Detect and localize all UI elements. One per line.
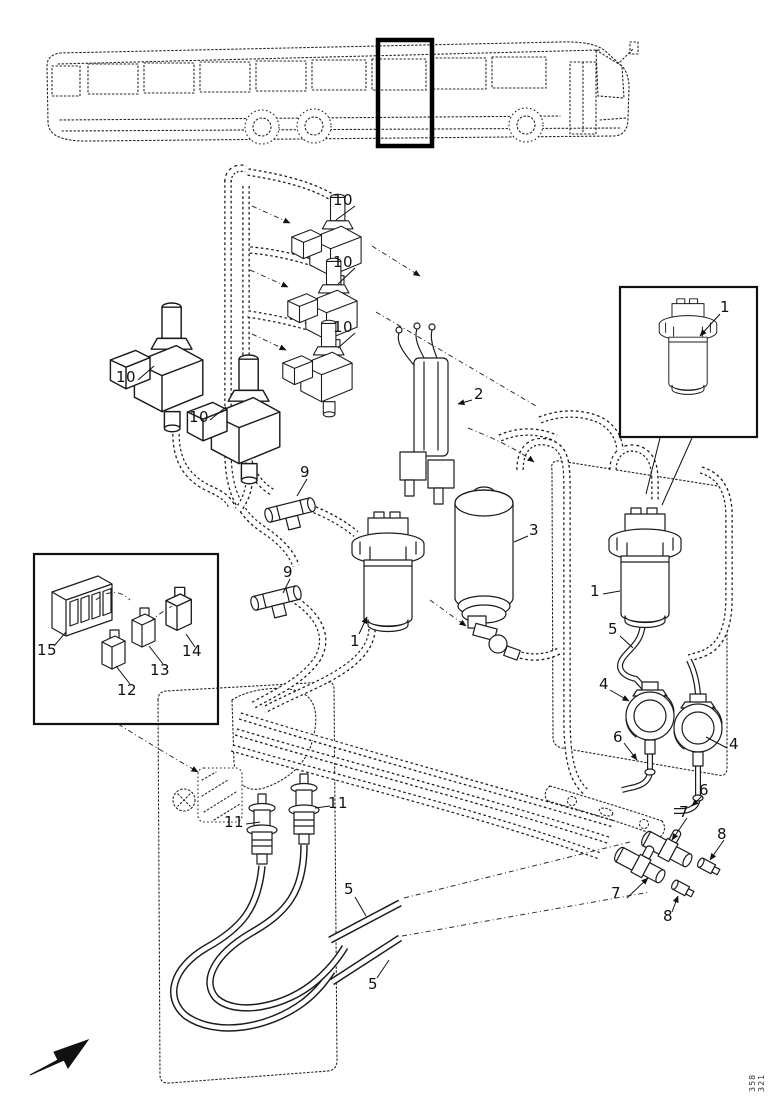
callout-connector-8-lower: 8 [662, 907, 674, 925]
callout-filter-center-1: 1 [349, 632, 361, 650]
callout-tfitting-9-upper: 9 [299, 463, 311, 481]
callout-fitting-7-lower: 7 [610, 884, 622, 902]
callout-relay-13: 13 [149, 661, 171, 679]
solenoid-valves-10 [109, 193, 362, 485]
callout-block-15: 15 [36, 641, 58, 659]
callout-relay-12: 12 [116, 681, 138, 699]
sensors-11 [246, 773, 320, 865]
callout-hose-5-filter: 5 [607, 620, 619, 638]
callout-hose-5-upper: 5 [343, 880, 355, 898]
callout-canister-4-right: 4 [728, 735, 740, 753]
reference-lines [117, 205, 651, 937]
direction-arrow [29, 1039, 90, 1076]
part-3-air-reservoir [454, 486, 521, 661]
callout-filter-detail-1: 1 [719, 298, 731, 316]
callout-valve10-bottom: 10 [332, 318, 354, 336]
detail-box-relays [32, 552, 220, 726]
callout-relay-14: 14 [181, 642, 203, 660]
callout-valve10-left-outer: 10 [115, 368, 137, 386]
callout-reservoir-3: 3 [528, 521, 540, 539]
bus-silhouette [46, 37, 639, 149]
callout-connector-8-upper: 8 [716, 825, 728, 843]
callout-valve10-left-inner: 10 [188, 408, 210, 426]
callout-canister-4-left: 4 [598, 675, 610, 693]
mounting-plate-right [551, 460, 728, 776]
callout-fitting-7-upper: 7 [678, 803, 690, 821]
drawing-number: 358 321 [748, 1073, 766, 1092]
callout-elbow-6-right: 6 [698, 781, 710, 799]
callout-leaders [53, 205, 728, 979]
hoses [170, 619, 701, 1032]
part-2-solenoid-block [395, 322, 455, 505]
mounting-bracket-bar [544, 785, 665, 838]
callout-valve10-top: 10 [332, 191, 354, 209]
callout-sensor-11-left: 11 [223, 813, 245, 831]
callout-valve10-middle: 10 [332, 253, 354, 271]
callout-solenoid-block-2: 2 [473, 385, 485, 403]
fuel-filters-1 [351, 507, 682, 633]
callout-filter-right-1: 1 [589, 582, 601, 600]
detail-box-filter [618, 285, 759, 506]
callout-hose-5-lower: 5 [367, 975, 379, 993]
valve-fittings-7-8 [610, 816, 722, 900]
section-marker [375, 37, 435, 149]
callout-elbow-6-left: 6 [612, 728, 624, 746]
callout-tfitting-9-lower: 9 [282, 563, 294, 581]
t-fittings-9 [248, 496, 320, 624]
callout-sensor-11-right: 11 [327, 794, 349, 812]
